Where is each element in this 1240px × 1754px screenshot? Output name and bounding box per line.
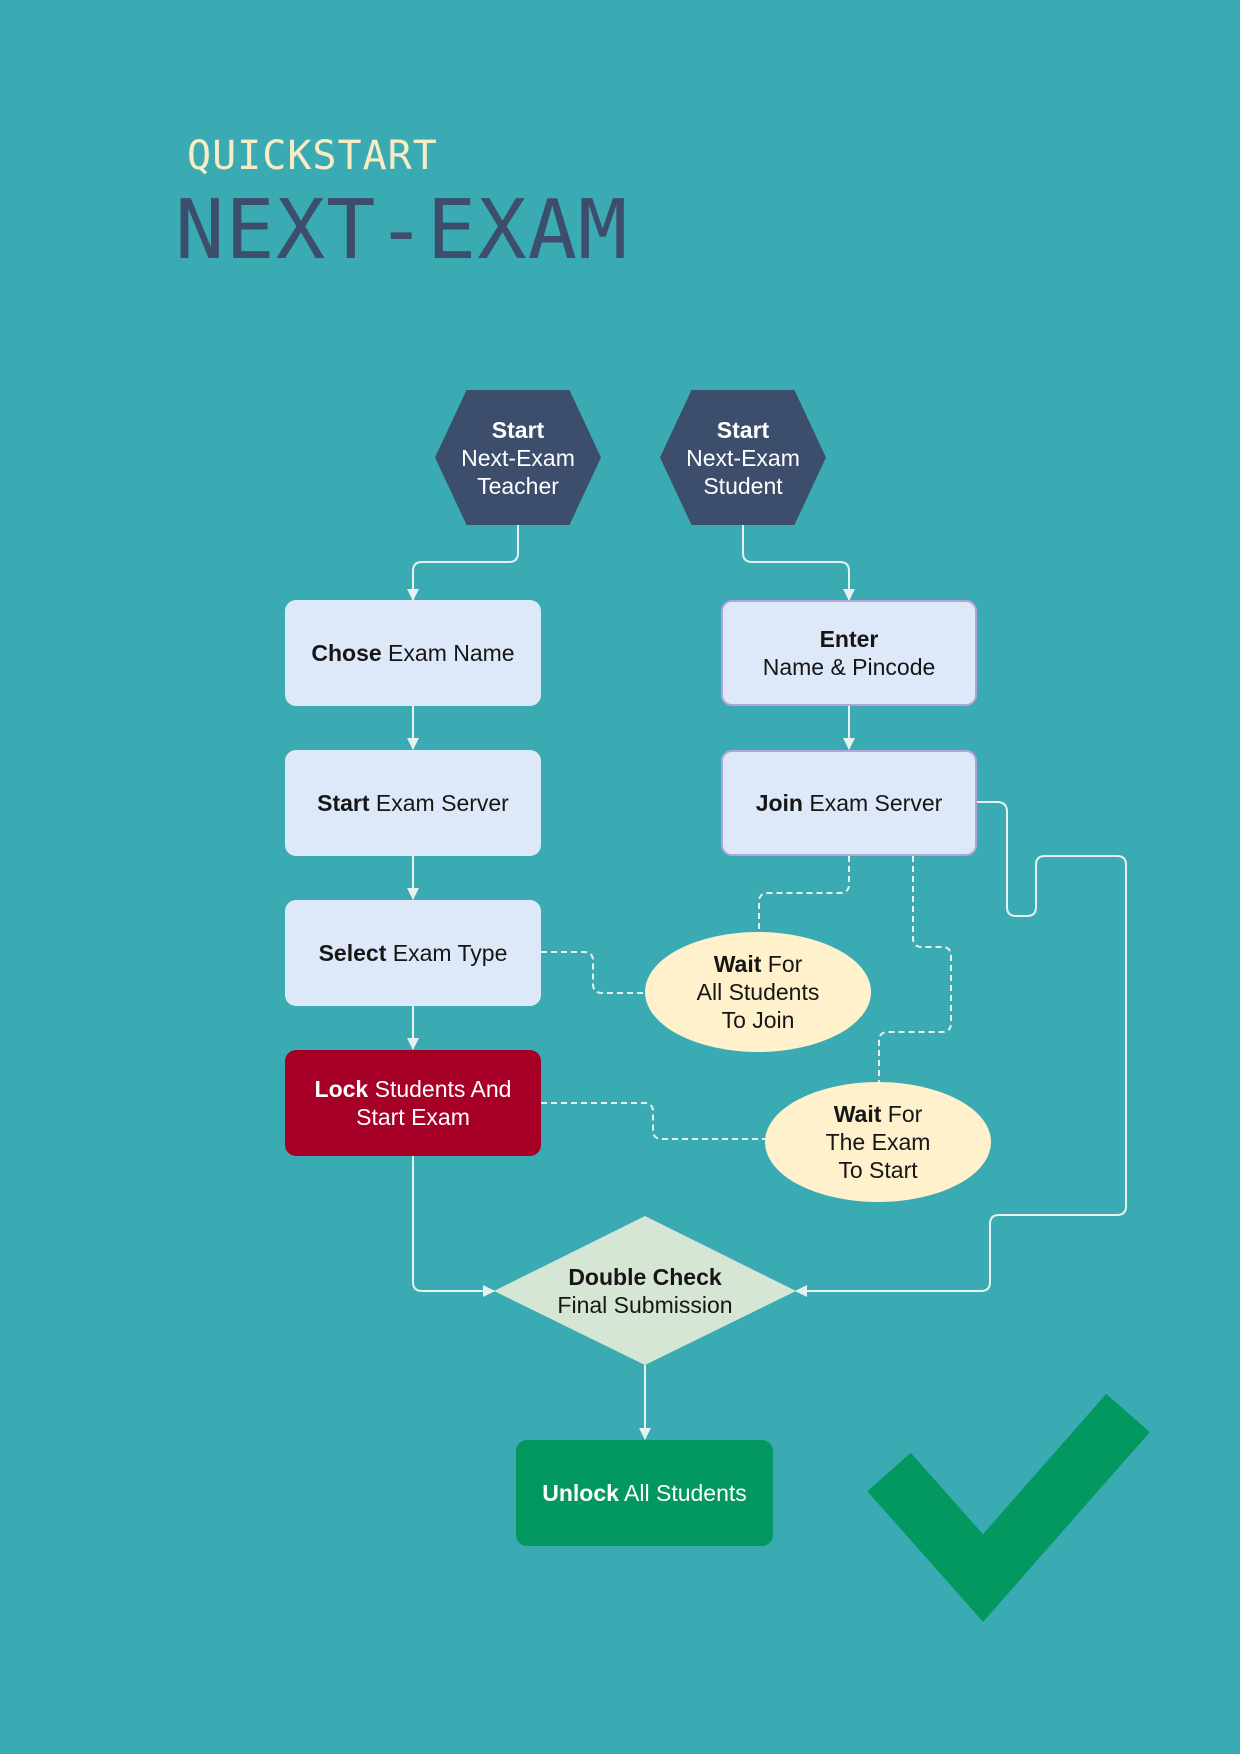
wait-all-students-node: Wait For All Students To Join — [645, 932, 871, 1052]
start-exam-server-node: Start Exam Server — [285, 750, 541, 856]
dashed-join-to-wait-exam — [878, 856, 952, 1082]
wait-all-students-line3: To Join — [721, 1007, 795, 1033]
double-check-line2: Final Submission — [557, 1291, 733, 1318]
start-student-line3: Student — [703, 472, 783, 499]
select-exam-type-node: Select Exam Type — [285, 900, 541, 1006]
page-title: NEXT-EXAM — [175, 183, 629, 278]
join-exam-server-bold: Join — [755, 790, 803, 816]
unlock-students-bold: Unlock — [542, 1480, 619, 1506]
dashed-select-to-wait-students — [541, 951, 646, 994]
start-student-line2: Next-Exam — [686, 444, 800, 471]
wait-all-students-bold: Wait — [713, 951, 762, 977]
chose-exam-name-node: Chose Exam Name — [285, 600, 541, 706]
unlock-students-text: All Students — [618, 1480, 747, 1506]
double-check-bold: Double Check — [568, 1263, 722, 1290]
join-exam-server-text: Exam Server — [802, 790, 943, 816]
start-exam-server-bold: Start — [317, 790, 370, 816]
enter-name-line2: Name & Pincode — [762, 654, 936, 680]
start-teacher-node: Start Next-Exam Teacher — [435, 390, 601, 525]
lock-students-bold: Lock — [314, 1076, 369, 1102]
start-student-node: Start Next-Exam Student — [660, 390, 826, 525]
lock-students-line2: Start Exam — [356, 1104, 470, 1130]
select-exam-type-text: Exam Type — [386, 940, 508, 966]
lock-students-text: Students And — [368, 1076, 512, 1102]
connector-lock-to-decision — [412, 1156, 495, 1297]
checkmark-icon — [867, 1393, 1150, 1622]
wait-all-students-line2: All Students — [696, 979, 820, 1005]
start-exam-server-text: Exam Server — [369, 790, 509, 816]
wait-exam-start-text: For — [881, 1101, 923, 1127]
double-check-node: Double Check Final Submission — [494, 1216, 796, 1365]
start-teacher-line2: Next-Exam — [461, 444, 575, 471]
select-exam-type-bold: Select — [318, 940, 387, 966]
wait-exam-start-line3: To Start — [838, 1157, 918, 1183]
wait-exam-start-line2: The Exam — [825, 1129, 931, 1155]
dashed-join-to-wait-students — [758, 856, 850, 932]
start-student-bold: Start — [716, 416, 770, 443]
unlock-students-node: Unlock All Students — [516, 1440, 773, 1546]
join-exam-server-node: Join Exam Server — [721, 750, 977, 856]
header-kicker: QUICKSTART — [187, 133, 438, 179]
wait-all-students-text: For — [761, 951, 803, 977]
start-teacher-bold: Start — [491, 416, 545, 443]
wait-exam-start-node: Wait For The Exam To Start — [765, 1082, 991, 1202]
lock-students-node: Lock Students And Start Exam — [285, 1050, 541, 1156]
enter-name-bold: Enter — [819, 626, 879, 652]
connector-teacher-to-chose — [407, 525, 519, 601]
connector-student-to-enter — [742, 525, 855, 601]
chose-exam-name-bold: Chose — [311, 640, 382, 666]
dashed-lock-to-wait-exam — [541, 1102, 766, 1140]
start-teacher-line3: Teacher — [477, 472, 559, 499]
chose-exam-name-text: Exam Name — [381, 640, 515, 666]
connector-join-to-decision — [795, 801, 1127, 1297]
wait-exam-start-bold: Wait — [833, 1101, 882, 1127]
enter-name-node: Enter Name & Pincode — [721, 600, 977, 706]
decision-diamond-shape — [494, 1216, 796, 1365]
